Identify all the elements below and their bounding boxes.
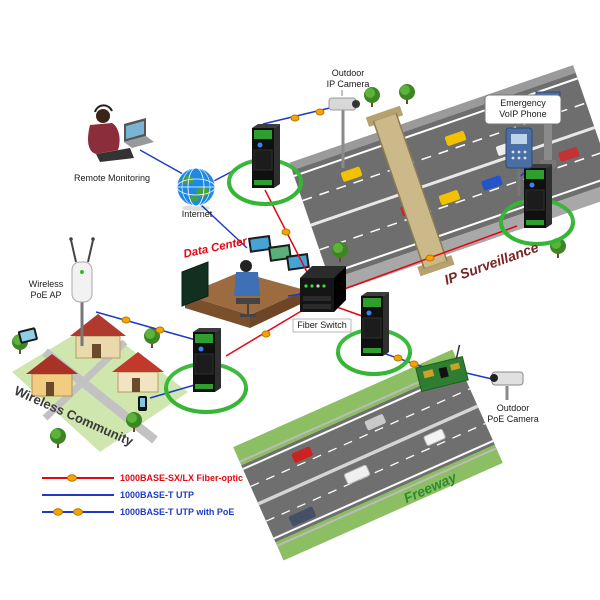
fiber-connector-dot (261, 330, 271, 338)
laptop-icon (124, 118, 154, 148)
emergency-voip-label-box (484, 94, 562, 125)
converter-2-group (499, 163, 575, 246)
smartphone-icon (138, 396, 147, 411)
operator-figure (234, 260, 260, 317)
poe-dot (315, 108, 325, 116)
media-converter-icon (251, 123, 281, 189)
person-with-laptop-icon (88, 104, 154, 162)
emergency-voip-label-line2: VoIP Phone (499, 109, 546, 119)
poe-dots (121, 108, 435, 368)
data-center-scene (181, 234, 310, 328)
outdoor-poe-camera-label-line2: PoE Camera (487, 414, 539, 424)
monitor-icon (248, 234, 272, 253)
utp-link-internet-datacenter (199, 203, 248, 249)
poe-ring-front (164, 387, 248, 414)
legend-poe-dot (53, 508, 63, 516)
media-converter-icon (360, 291, 390, 357)
wireless-poe-ap-label-line2: PoE AP (30, 290, 61, 300)
fiber-link-fiberswitch-converter4 (333, 305, 363, 317)
legend-item-utp-poe: 1000BASE-T UTP with PoE (42, 507, 234, 517)
wireless-poe-ap-label-line1: Wireless (29, 279, 64, 289)
outdoor-poe-camera-label-line1: Outdoor (497, 403, 530, 413)
poe-dot (121, 316, 131, 324)
tree-icon (398, 83, 416, 105)
house-icon (26, 354, 78, 397)
server-panel-icon (181, 261, 209, 307)
fiber-switch-icon (300, 266, 346, 312)
media-converter-icon (523, 163, 553, 229)
box-camera-icon (490, 371, 524, 400)
fiber-connector-dot (425, 254, 435, 262)
poe-ring-front (499, 221, 575, 246)
fiber-connector-dot (281, 228, 291, 236)
utp-link-laptop-internet (139, 149, 191, 179)
poe-dot (290, 114, 300, 122)
pedestrian-bridge-icon (365, 105, 455, 277)
media-converter-icon (192, 327, 222, 393)
poe-link-converter1-ipcamera (262, 105, 339, 125)
legend-poe-dot (73, 508, 83, 516)
pcb-board-icon (415, 344, 469, 393)
poe-ring-front (336, 351, 412, 376)
poe-link-converter4-pcb (379, 351, 427, 369)
fiber-switch-label-box (292, 318, 352, 333)
legend-fiber-label: 1000BASE-SX/LX Fiber-optic (120, 473, 243, 483)
converter-3-group (164, 327, 248, 414)
converter-1-group (227, 123, 303, 206)
monitor-icon (268, 243, 292, 262)
outdoor-ip-camera-label-line2: IP Camera (327, 79, 370, 89)
poe-dot (393, 354, 403, 362)
poe-link-converter3-ap (95, 311, 197, 341)
legend-fiber-connector-dot (67, 474, 77, 482)
tree-icon (363, 86, 381, 108)
emergency-voip-label-line1: Emergency (500, 98, 546, 108)
house-icon (70, 314, 126, 359)
freeway-vehicles (288, 414, 446, 527)
poe-dot (155, 326, 165, 334)
data-center-title: Data Center (183, 235, 249, 260)
converter-4-group (336, 291, 412, 376)
voip-phone-icon (505, 122, 533, 196)
tablet-icon (17, 327, 38, 344)
fiber-switch-label: Fiber Switch (297, 320, 347, 330)
internet-globe-icon (176, 167, 216, 211)
tree-icon (49, 427, 67, 449)
utp-link-converter3-community (149, 383, 199, 399)
legend: 1000BASE-SX/LX Fiber-optic 1000BASE-T UT… (42, 473, 243, 517)
poe-dot (409, 360, 419, 368)
wireless-ap-icon (69, 237, 95, 346)
legend-utp-poe-label: 1000BASE-T UTP with PoE (120, 507, 234, 517)
freeway-scene (233, 349, 503, 561)
utp-link-datacenter-fiberswitch (287, 293, 302, 297)
house-icon (112, 352, 164, 393)
legend-item-utp: 1000BASE-T UTP (42, 490, 194, 500)
legend-utp-label: 1000BASE-T UTP (120, 490, 194, 500)
remote-monitoring-label: Remote Monitoring (74, 173, 150, 183)
legend-item-fiber: 1000BASE-SX/LX Fiber-optic (42, 473, 243, 483)
internet-label: Internet (182, 209, 213, 219)
poe-ring-front (227, 181, 303, 206)
bullet-camera-icon (328, 90, 360, 168)
wireless-community-scene (11, 314, 188, 452)
outdoor-ip-camera-label-line1: Outdoor (332, 68, 365, 78)
